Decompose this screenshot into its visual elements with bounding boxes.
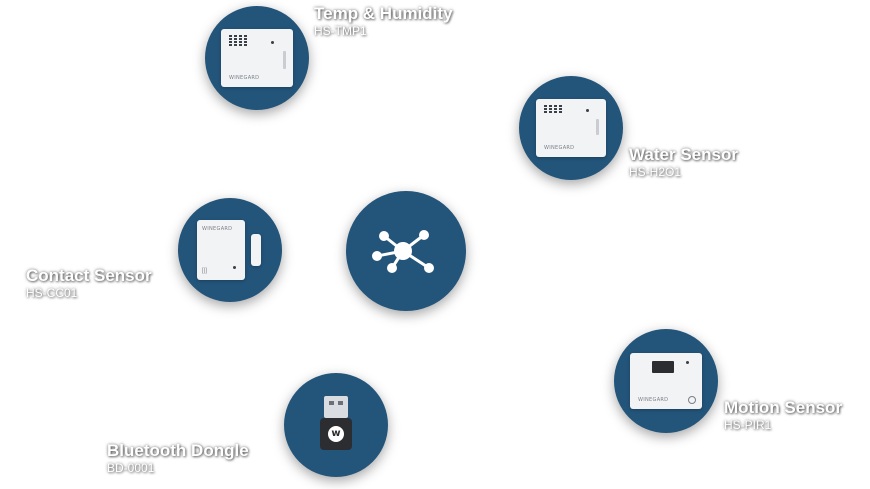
water-sensor-device-image: WINEGARD: [536, 99, 606, 157]
vent-grille-icon: [544, 105, 562, 113]
contact-sensor-label: Contact Sensor HS-CC01: [26, 266, 152, 300]
device-title: Water Sensor: [629, 145, 738, 164]
motion-sensor-node[interactable]: WINEGARD: [614, 329, 718, 433]
device-sku: BD-0001: [107, 461, 155, 475]
motion-sensor-device-image: WINEGARD: [630, 353, 702, 409]
contact-sensor-device-image: WINEGARD [|]: [197, 220, 263, 280]
device-title: Temp & Humidity: [314, 4, 453, 23]
contact-sensor-node[interactable]: WINEGARD [|]: [178, 198, 282, 302]
usb-plug-icon: [324, 396, 348, 418]
device-sku: HS-PIR1: [724, 418, 772, 432]
led-indicator-icon: [271, 41, 274, 44]
device-sku: HS-H2O1: [629, 165, 682, 179]
device-brand: WINEGARD: [202, 226, 233, 232]
device-title: Bluetooth Dongle: [107, 441, 249, 460]
device-title: Contact Sensor: [26, 266, 152, 285]
bluetooth-dongle-label: Bluetooth Dongle BD-0001: [107, 441, 249, 475]
contact-magnet: [251, 234, 261, 266]
bluetooth-dongle-device-image: w: [320, 396, 352, 454]
device-sku: HS-TMP1: [314, 24, 367, 38]
bluetooth-dongle-node[interactable]: w: [284, 373, 388, 477]
device-brand: WINEGARD: [229, 75, 260, 81]
water-sensor-node[interactable]: WINEGARD: [519, 76, 623, 180]
device-brand: WINEGARD: [638, 397, 669, 403]
temp-humidity-label: Temp & Humidity HS-TMP1: [314, 4, 453, 38]
motion-sensor-label: Motion Sensor HS-PIR1: [724, 398, 842, 432]
vent-grille-icon: [229, 35, 247, 46]
pairing-mark-icon: [|]: [202, 268, 207, 274]
water-sensor-label: Water Sensor HS-H2O1: [629, 145, 738, 179]
device-brand: WINEGARD: [544, 145, 575, 151]
led-indicator-icon: [233, 266, 236, 269]
person-icon: [688, 396, 696, 404]
temp-humidity-device-image: WINEGARD: [221, 29, 293, 87]
temp-humidity-node[interactable]: WINEGARD: [205, 6, 309, 110]
hub-node[interactable]: [346, 191, 466, 311]
network-hub-icon: [372, 230, 434, 273]
device-title: Motion Sensor: [724, 398, 843, 417]
device-sku: HS-CC01: [26, 286, 78, 300]
led-indicator-icon: [686, 361, 689, 364]
side-slot: [596, 119, 599, 135]
led-indicator-icon: [586, 109, 589, 112]
brand-logo-icon: w: [328, 426, 344, 442]
pir-lens-icon: [652, 361, 674, 373]
side-slot: [283, 51, 286, 69]
